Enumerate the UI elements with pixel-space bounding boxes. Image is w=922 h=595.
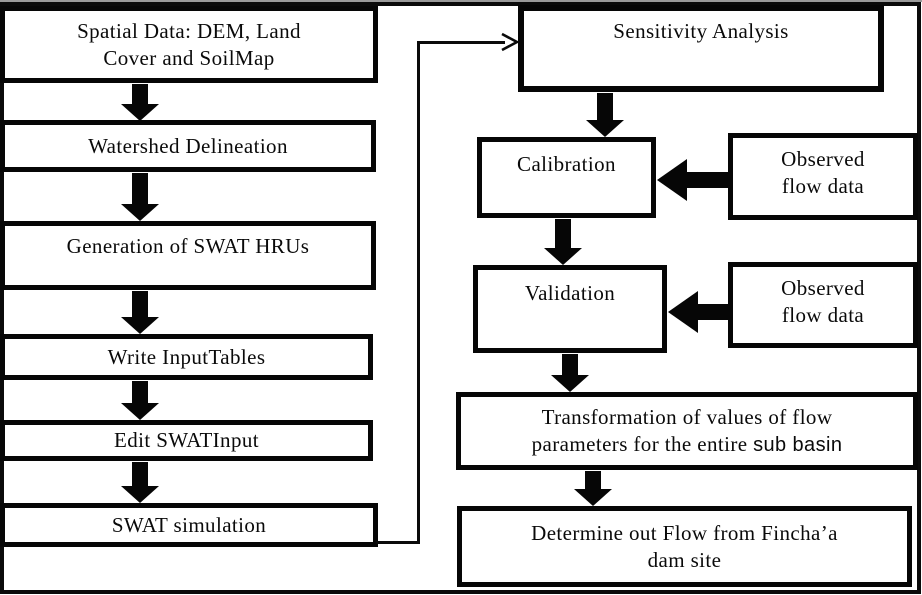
node-write-input-tables: Write InputTables [0,334,373,380]
arrow-observed1-to-calibration [657,159,728,201]
node-label-line2: parameters for the entire sub basin [531,431,843,456]
arrowhead-down-icon [121,104,159,121]
arrow-transformation-to-determine [574,471,612,506]
node-label: Sensitivity Analysis [613,19,789,43]
connector-simulation-bottom-segment [376,541,419,544]
node-label-line1: Transformation of values of flow [541,404,833,429]
arrow-shaft [555,219,571,249]
node-label: SWAT simulation [111,512,267,537]
node-label: Spatial Data: DEM, Land Cover and SoilMa… [77,18,301,70]
node-transformation-flow-parameters: Transformation of values of flow paramet… [456,392,918,470]
arrow-shaft [685,172,728,188]
node-label: Edit SWATInput [113,428,259,452]
node-label: Determine out Flow from Fincha’a dam sit… [531,520,838,572]
arrow-shaft [132,462,148,487]
node-sensitivity-analysis: Sensitivity Analysis [518,5,884,92]
node-observed-flow-data-1: Observed flow data [728,133,918,220]
arrowhead-down-icon [121,486,159,503]
arrowhead-down-icon [574,489,612,506]
arrow-observed2-to-validation [668,291,728,333]
node-label: Generation of SWAT HRUs [66,234,310,258]
node-generation-swat-hrus: Generation of SWAT HRUs [0,221,376,290]
node-label: Watershed Delineation [88,133,288,158]
node-watershed-delineation: Watershed Delineation [0,120,376,172]
top-hairline [0,0,922,2]
arrow-shaft [585,471,601,490]
node-label: Observed flow data [781,276,865,327]
arrowhead-down-icon [121,317,159,334]
arrow-shaft [597,93,613,121]
arrow-shaft [132,84,148,105]
arrowhead-down-icon [121,403,159,420]
arrowhead-left-icon [657,159,687,201]
arrow-watershed-to-hrus [121,173,159,221]
node-label-subbasin: sub basin [753,433,843,456]
arrow-shaft [132,381,148,404]
arrow-validation-to-transformation [551,354,589,392]
arrow-sensitivity-to-calibration [586,93,624,137]
arrowhead-down-icon [551,375,589,392]
node-spatial-data: Spatial Data: DEM, Land Cover and SoilMa… [0,6,378,83]
arrow-shaft [562,354,578,376]
node-label: Validation [524,281,616,305]
open-arrowhead-right-icon [501,32,520,52]
arrowhead-left-icon [668,291,698,333]
arrow-shaft [696,304,728,320]
node-label: Write InputTables [107,344,266,369]
arrow-edit-to-simulation [121,462,159,503]
arrow-spatial-to-watershed [121,84,159,121]
node-label: Observed flow data [781,147,865,198]
connector-top-segment [419,41,505,44]
node-edit-swat-input: Edit SWATInput [0,420,373,461]
arrow-hrus-to-write-input [121,291,159,334]
arrow-write-input-to-edit [121,381,159,420]
node-observed-flow-data-2: Observed flow data [728,262,918,348]
arrowhead-down-icon [121,204,159,221]
connector-vertical-segment [417,41,420,544]
arrowhead-down-icon [586,120,624,137]
node-swat-simulation: SWAT simulation [0,503,378,547]
arrowhead-down-icon [544,248,582,265]
node-calibration: Calibration [477,137,656,218]
node-determine-outflow: Determine out Flow from Fincha’a dam sit… [457,506,912,587]
node-validation: Validation [473,265,667,353]
arrow-shaft [132,173,148,205]
node-label: Calibration [517,152,616,176]
arrow-shaft [132,291,148,318]
arrow-calibration-to-validation [544,219,582,265]
